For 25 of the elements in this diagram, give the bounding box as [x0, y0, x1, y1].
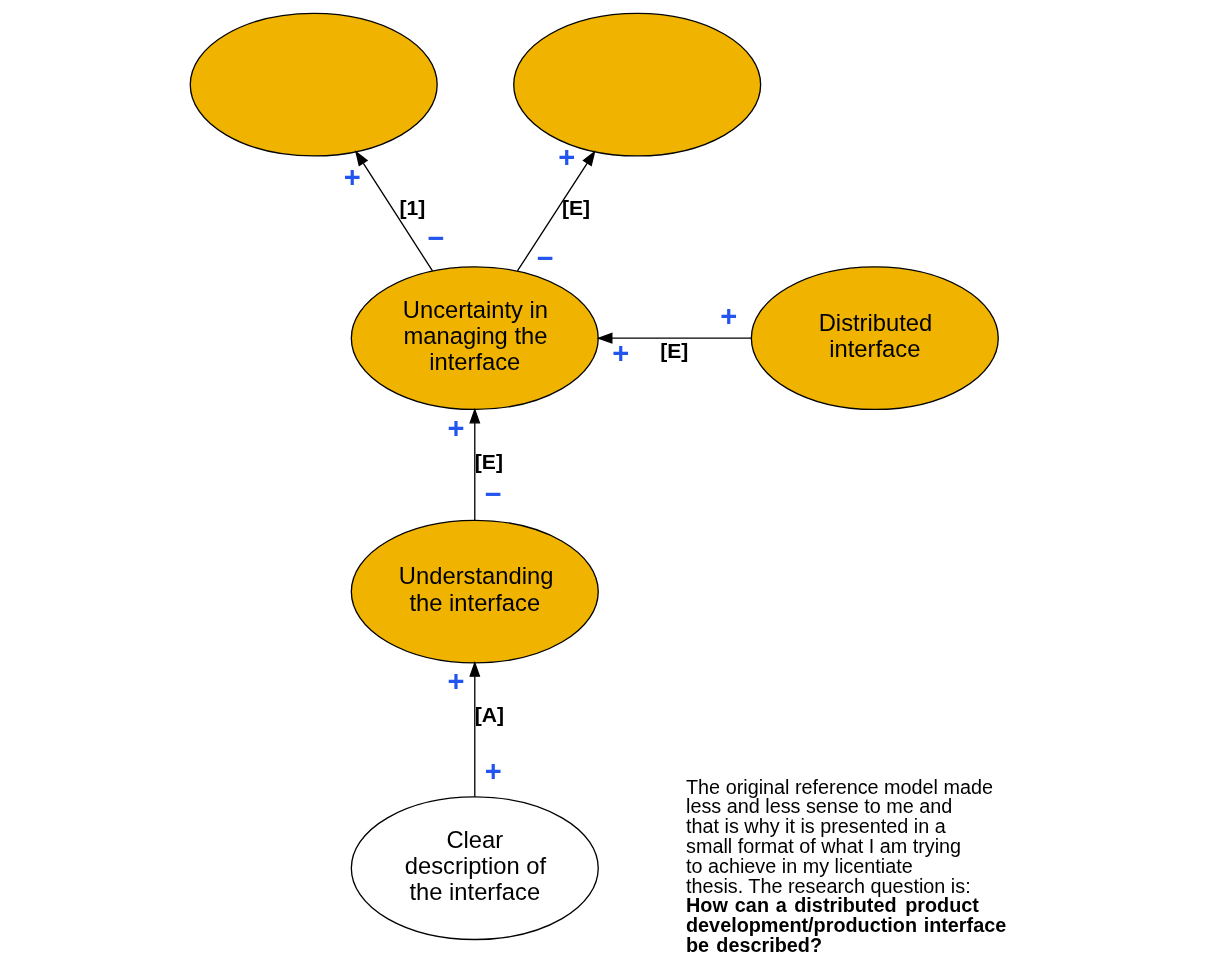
edge-label: [E]	[659, 338, 688, 362]
arrow	[468, 407, 480, 521]
node-ellipse: Distributed interface	[750, 266, 999, 411]
label: +	[611, 336, 629, 369]
node-ellipse: Uncertainty in managing the interface	[350, 266, 599, 411]
arrow	[596, 332, 752, 344]
label: +	[343, 160, 361, 193]
label: +	[719, 299, 737, 332]
edge-label: [E]	[474, 449, 503, 473]
edge-label: [1]	[399, 196, 425, 220]
edge-label: [A]	[474, 703, 504, 727]
label: +	[557, 140, 575, 173]
label: +	[447, 411, 465, 444]
label: +	[447, 665, 465, 698]
label: +	[484, 754, 502, 787]
edge-label: [E]	[561, 196, 590, 220]
arrow	[468, 660, 480, 798]
arrow	[354, 150, 433, 272]
label: −	[427, 222, 445, 255]
label: The original reference model made less and less sense to me and that is why it is presented in a small format of what I am trying to achieve in my licentiate thesis. The research question is: How can a distributed product development/production interface be described?	[685, 775, 1006, 957]
node-ellipse: Clear description of the interface	[350, 796, 599, 941]
node-ellipse: Understanding the interface	[350, 519, 599, 664]
node-ellipse	[189, 12, 438, 157]
arrow	[516, 150, 596, 272]
label: −	[484, 477, 502, 510]
